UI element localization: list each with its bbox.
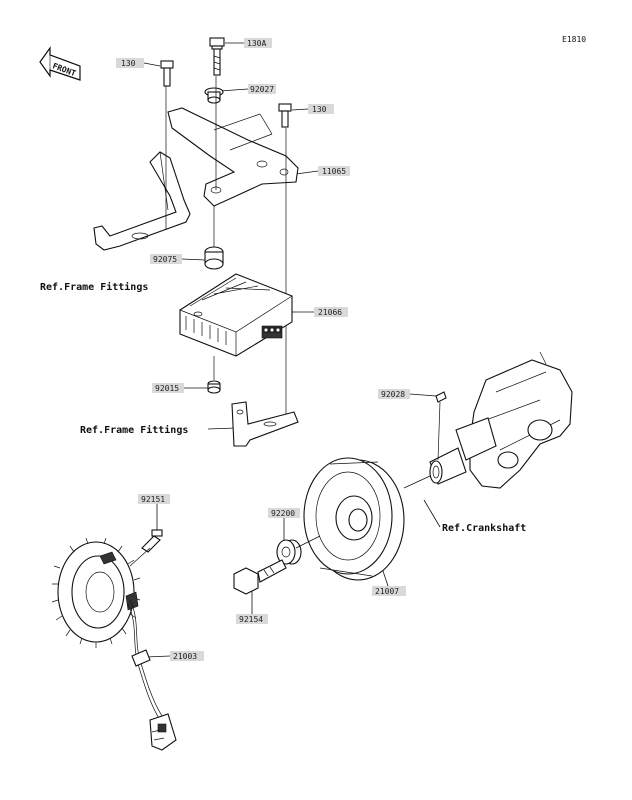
- stator-21003: [51, 537, 141, 648]
- label-21003[interactable]: 21003: [170, 651, 204, 661]
- svg-text:92015: 92015: [155, 384, 179, 393]
- label-130a[interactable]: 130A: [244, 38, 272, 48]
- ref-frame-fittings-mid[interactable]: Ref.Frame Fittings: [80, 424, 188, 436]
- washer-92200: [276, 539, 302, 565]
- connector-plug: [149, 713, 177, 751]
- stator-wire: [127, 599, 163, 721]
- front-arrow-icon: [39, 46, 81, 81]
- label-130-right[interactable]: 130: [308, 104, 334, 114]
- svg-text:130: 130: [121, 59, 136, 68]
- nut-92015: [207, 380, 221, 394]
- svg-text:21066: 21066: [318, 308, 342, 317]
- ref-crankshaft[interactable]: Ref.Crankshaft: [442, 523, 526, 534]
- svg-text:21007: 21007: [375, 587, 399, 596]
- label-130-left[interactable]: 130: [116, 58, 144, 68]
- rubber-92075: [204, 246, 224, 270]
- bolt-130-left: [160, 60, 174, 87]
- label-92028[interactable]: 92028: [378, 389, 410, 399]
- label-92027[interactable]: 92027: [248, 84, 276, 94]
- label-11065[interactable]: 11065: [318, 166, 350, 176]
- svg-text:92075: 92075: [153, 255, 177, 264]
- key-92028: [435, 391, 447, 403]
- bolt-130-right: [278, 103, 292, 128]
- bolt-92154: [233, 559, 287, 595]
- svg-text:92028: 92028: [381, 390, 405, 399]
- diagram-code: E1810: [562, 35, 586, 44]
- bracket-11065: [167, 107, 299, 207]
- svg-text:21003: 21003: [173, 652, 197, 661]
- label-92015[interactable]: 92015: [152, 383, 184, 393]
- svg-text:130: 130: [312, 105, 327, 114]
- svg-text:92200: 92200: [271, 509, 295, 518]
- rotor-21007: [303, 457, 405, 581]
- label-92154[interactable]: 92154: [236, 614, 268, 624]
- label-92151[interactable]: 92151: [138, 494, 170, 504]
- svg-text:11065: 11065: [322, 167, 346, 176]
- frame-bracket-upper: [93, 151, 191, 251]
- label-92075[interactable]: 92075: [150, 254, 182, 264]
- label-21007[interactable]: 21007: [372, 586, 406, 596]
- svg-text:92154: 92154: [239, 615, 263, 624]
- label-92200[interactable]: 92200: [268, 508, 300, 518]
- collar-92027: [204, 87, 224, 104]
- svg-text:130A: 130A: [247, 39, 266, 48]
- svg-text:92151: 92151: [141, 495, 165, 504]
- regulator-21066: [179, 273, 293, 357]
- crankshaft: [429, 351, 573, 489]
- ref-frame-fittings-top[interactable]: Ref.Frame Fittings: [40, 281, 148, 293]
- svg-text:92027: 92027: [250, 85, 274, 94]
- bolt-130a: [209, 37, 225, 76]
- label-21066[interactable]: 21066: [314, 307, 348, 317]
- bolt-92151: [141, 529, 163, 553]
- frame-bracket-lower: [231, 401, 299, 447]
